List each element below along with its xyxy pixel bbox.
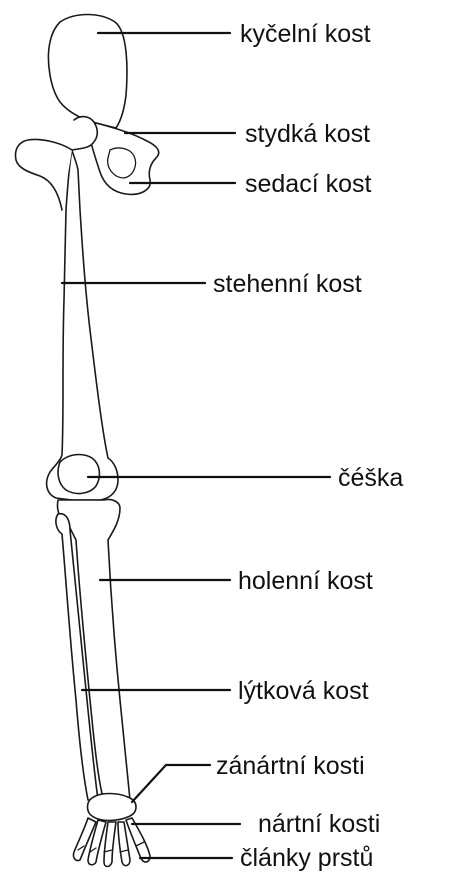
label-pubic-bone: stydká kost bbox=[245, 122, 370, 147]
tarsals-shape bbox=[88, 794, 137, 821]
label-ischium: sedací kost bbox=[245, 172, 371, 197]
label-tarsals: zánártní kosti bbox=[216, 754, 365, 779]
patella-shape bbox=[58, 455, 99, 494]
label-femur: stehenní kost bbox=[213, 272, 362, 297]
label-patella: čéška bbox=[338, 466, 403, 491]
label-tibia: holenní kost bbox=[238, 569, 373, 594]
leader-tarsals bbox=[132, 765, 210, 802]
hip-bone-shape bbox=[48, 15, 127, 129]
label-metatarsals: nártní kosti bbox=[258, 812, 380, 837]
greater-trochanter bbox=[16, 139, 73, 210]
label-fibula: lýtková kost bbox=[238, 679, 369, 704]
label-hip-bone: kyčelní kost bbox=[240, 22, 371, 47]
foot-bones bbox=[73, 818, 150, 867]
label-phalanges: články prstů bbox=[240, 846, 373, 871]
